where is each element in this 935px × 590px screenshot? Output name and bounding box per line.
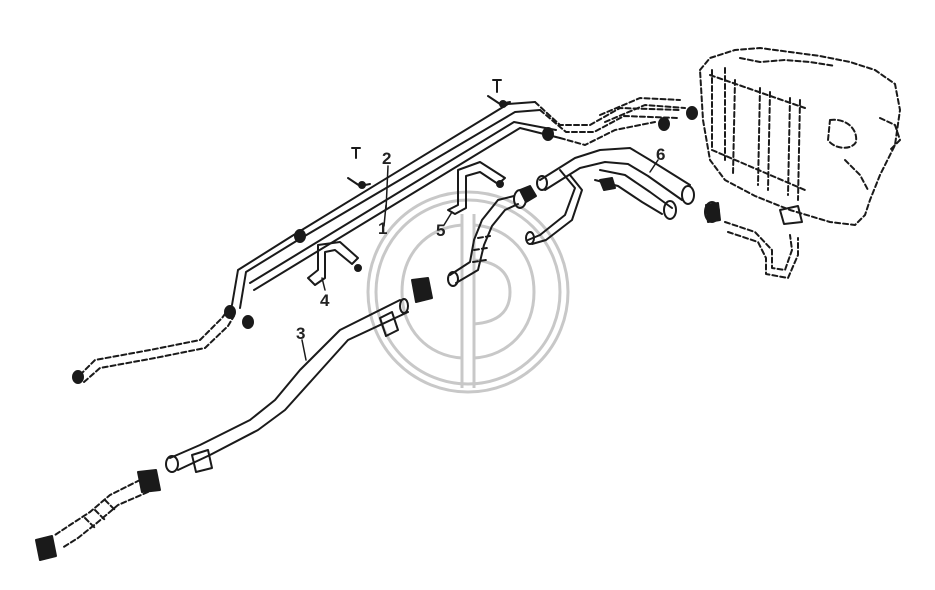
- radiator-assembly: [699, 47, 901, 226]
- callout-1: 1: [378, 219, 387, 238]
- callout-leaders: [301, 159, 659, 361]
- callout-4: 4: [320, 291, 330, 310]
- left-dashed-hose: [72, 305, 236, 384]
- pipe-5-hose: [447, 185, 537, 287]
- callout-2: 2: [382, 149, 391, 168]
- fastener-bolts: [347, 79, 511, 272]
- pipe-6-manifold: [525, 147, 695, 245]
- callout-labels: 1 2 3 4 5 6: [296, 145, 665, 343]
- callout-3: 3: [296, 324, 305, 343]
- bracket-4: [307, 241, 359, 286]
- callout-6: 6: [656, 145, 665, 164]
- bracket-5: [447, 161, 506, 215]
- lower-left-hose: [35, 469, 161, 561]
- pipe-3-long: [165, 277, 433, 473]
- callout-5: 5: [436, 221, 445, 240]
- radiator-lower-hose: [704, 201, 803, 279]
- tube-line-1-and-2: [231, 97, 698, 329]
- watermark-logo: [366, 190, 570, 394]
